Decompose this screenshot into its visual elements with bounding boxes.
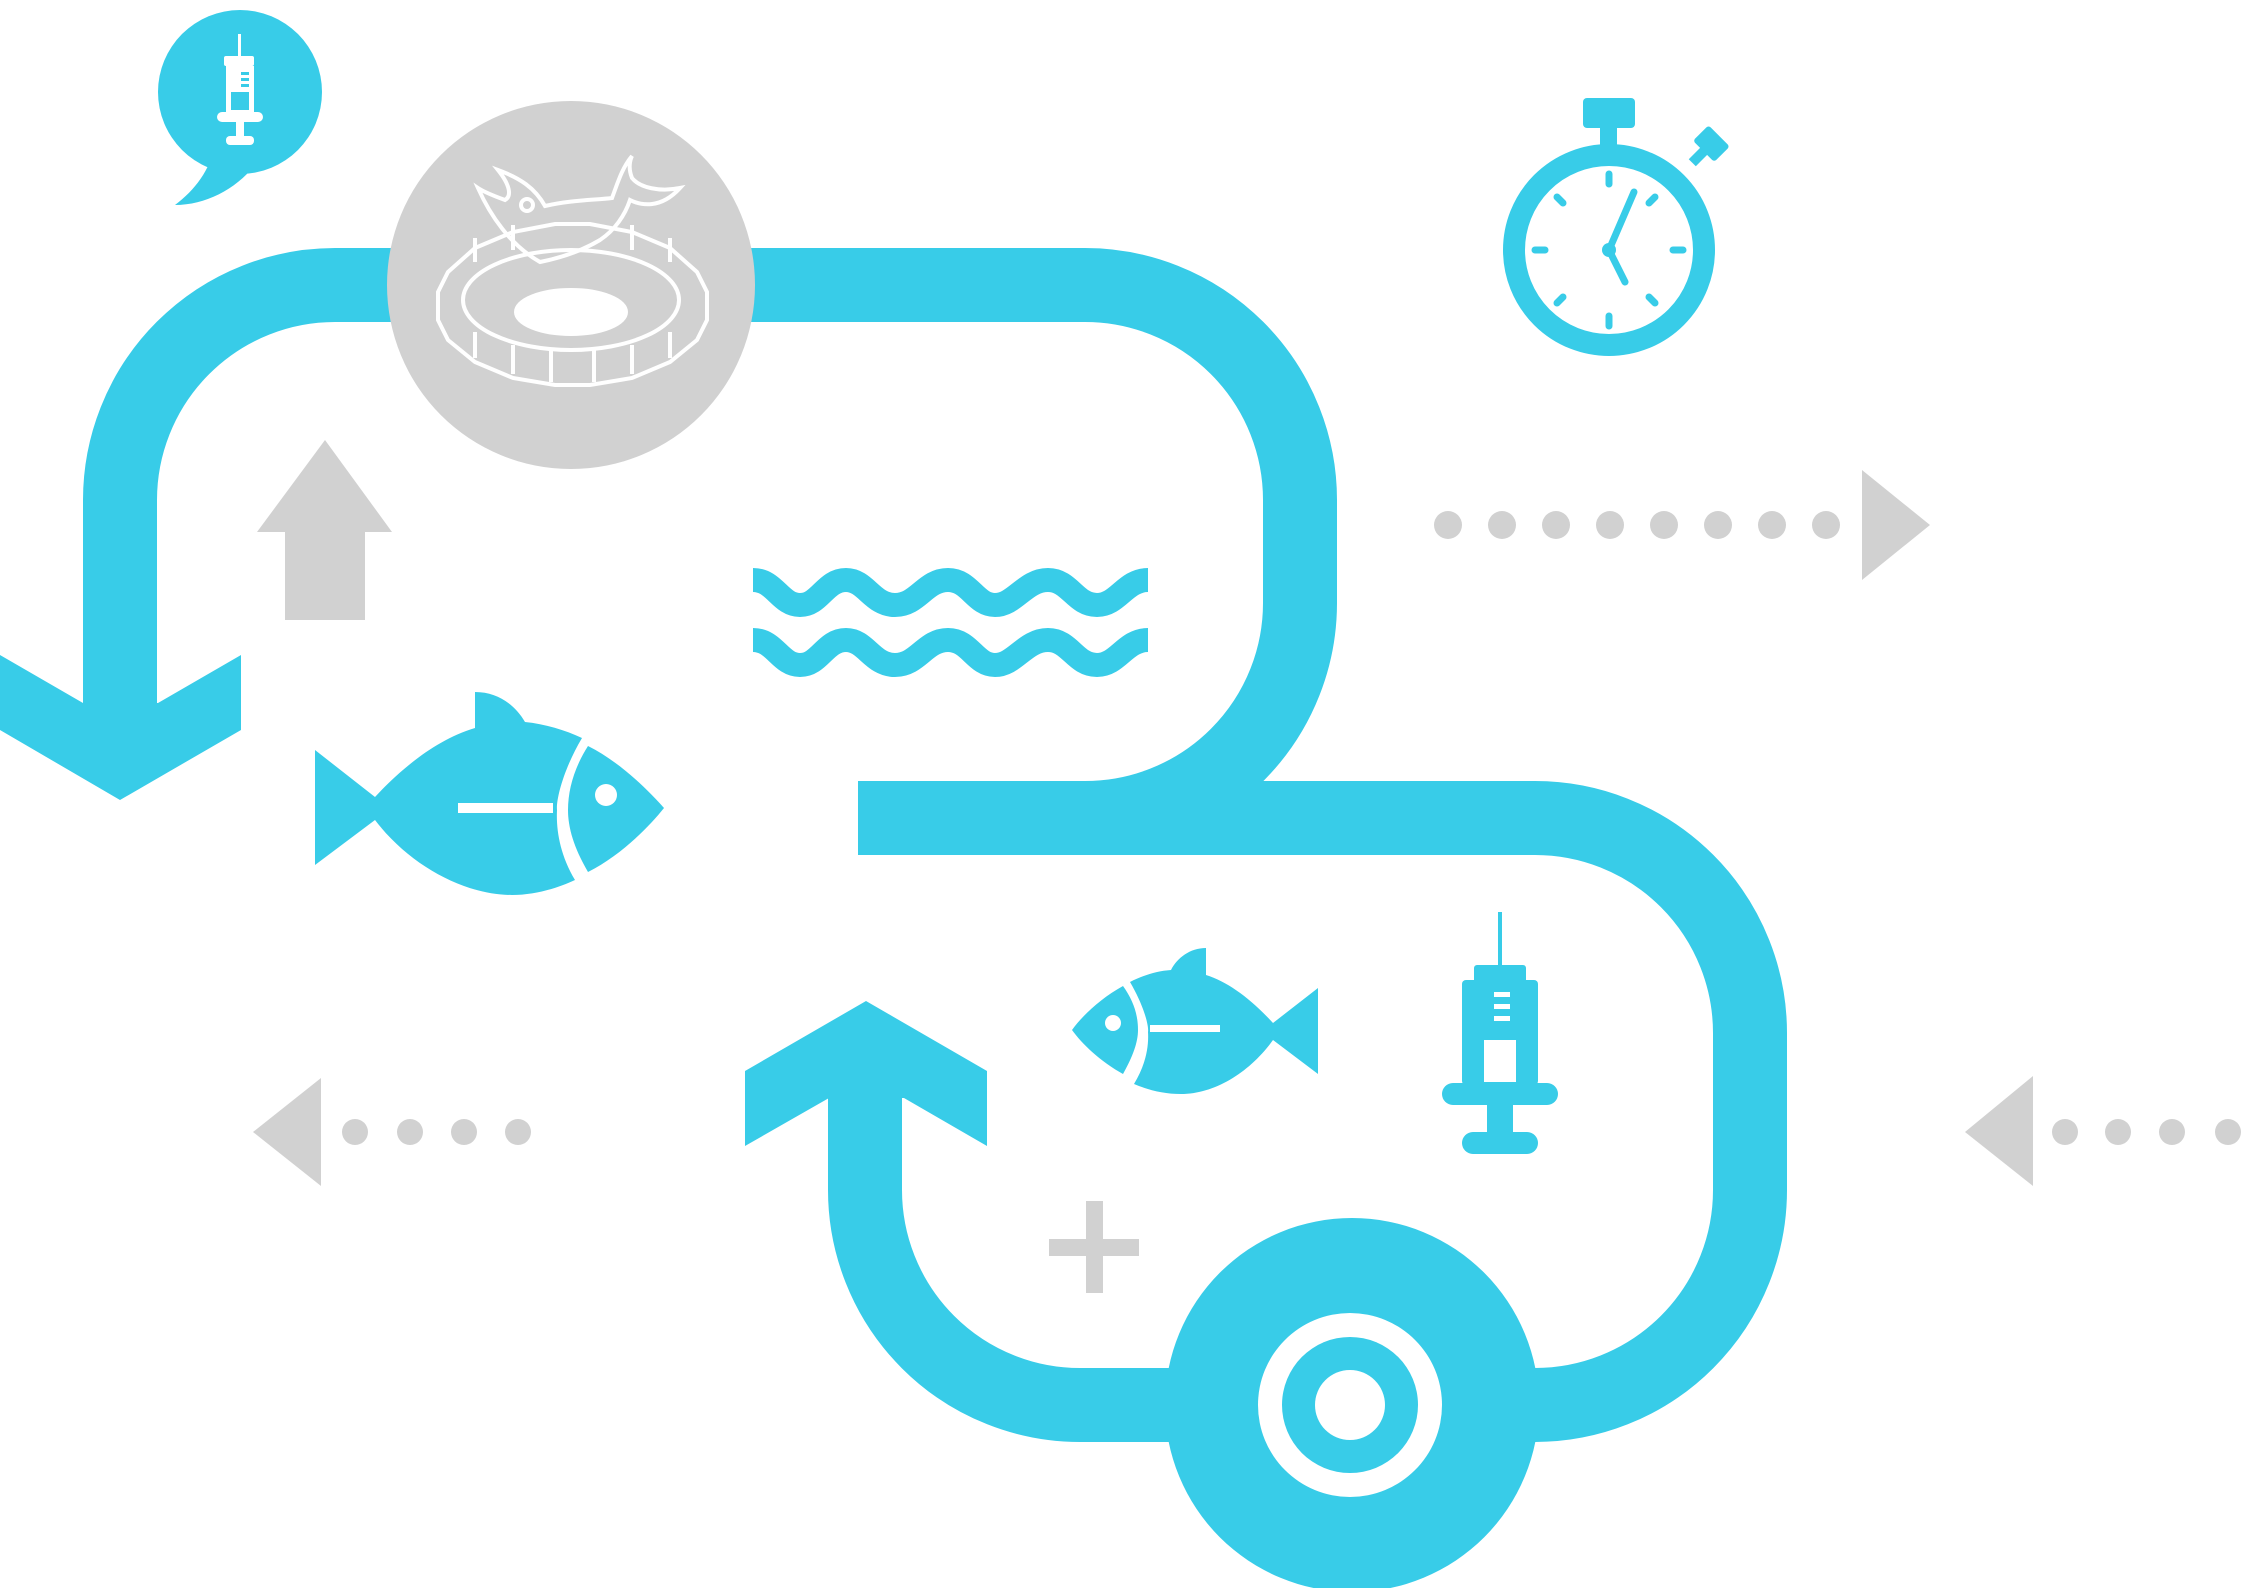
fish-icon-large	[315, 692, 664, 895]
dotted-arrow-right-icon	[1434, 470, 1930, 580]
plus-icon	[1049, 1201, 1139, 1293]
target-icon	[1165, 1218, 1539, 1588]
syringe-icon	[1442, 912, 1558, 1154]
syringe-speech-bubble-icon	[158, 10, 322, 205]
water-waves-icon	[751, 568, 1150, 677]
dotted-arrow-left-icon-right	[1965, 1076, 2241, 1186]
grey-arrow-up-icon	[257, 440, 392, 620]
flow-path-upper	[83, 248, 1337, 855]
arrow-up-icon	[745, 1001, 987, 1146]
flow-path-lower	[828, 781, 1787, 1442]
fish-farm-net-pen-icon	[387, 101, 755, 469]
fish-icon-small	[1072, 948, 1318, 1094]
flow-path	[83, 248, 1787, 1442]
arrow-down-icon	[0, 655, 241, 800]
stopwatch-icon	[1503, 98, 1729, 356]
dotted-arrow-left-icon-left	[253, 1078, 531, 1186]
